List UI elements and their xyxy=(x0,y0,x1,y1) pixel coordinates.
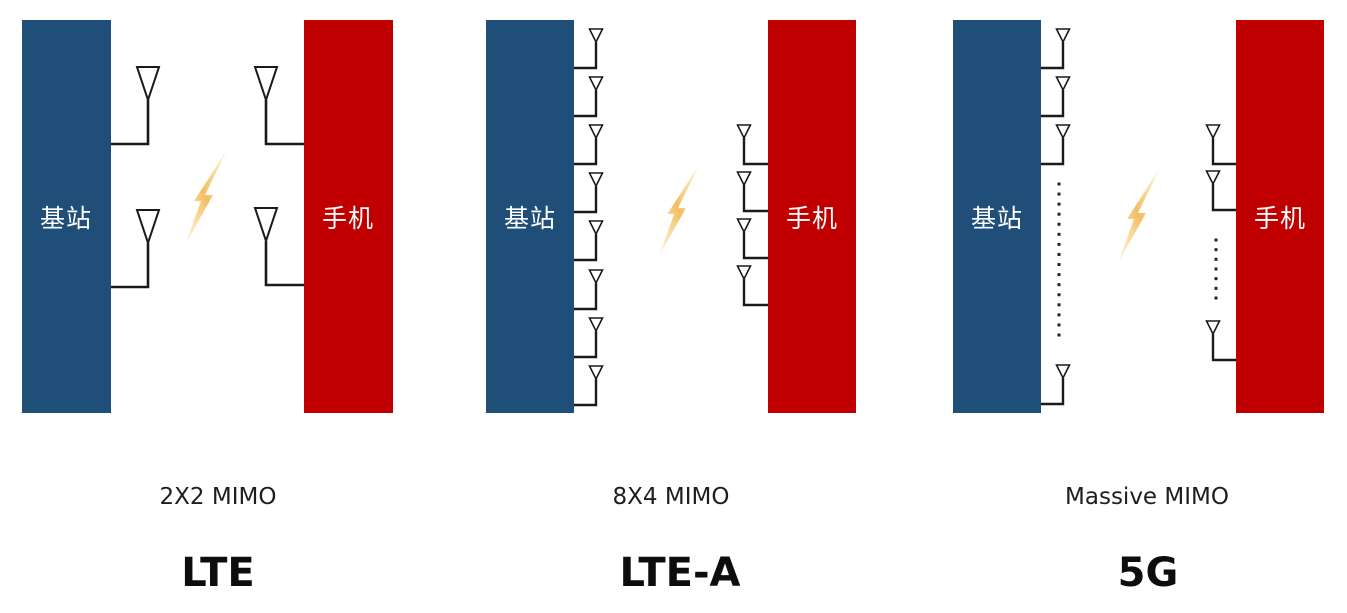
antenna-icon xyxy=(111,66,161,146)
antenna-icon xyxy=(1041,364,1071,406)
antenna-icon xyxy=(111,209,161,289)
lightning-icon xyxy=(1118,168,1160,263)
mimo-config-label-lte-a: 8X4 MIMO xyxy=(612,484,730,510)
base-station-block xyxy=(953,20,1041,413)
mimo-config-label-5g: Massive MIMO xyxy=(1065,484,1229,510)
antenna-icon xyxy=(253,207,304,287)
antenna-icon xyxy=(574,220,604,262)
phone-block xyxy=(1236,20,1324,413)
antenna-icon xyxy=(1041,76,1071,118)
antenna-icon xyxy=(574,76,604,118)
base-station-block xyxy=(486,20,574,413)
antenna-icon xyxy=(736,218,768,260)
mimo-config-label-lte: 2X2 MIMO xyxy=(159,484,277,510)
antenna-icon xyxy=(574,124,604,166)
generation-label-lte: LTE xyxy=(181,550,255,596)
antenna-icon xyxy=(1041,28,1071,70)
antenna-icon xyxy=(1205,170,1236,212)
antenna-icon xyxy=(574,317,604,359)
base-station-block xyxy=(22,20,111,413)
antenna-icon xyxy=(574,269,604,311)
antenna-icon xyxy=(1205,124,1236,166)
antenna-icon xyxy=(736,124,768,166)
antenna-icon xyxy=(1205,320,1236,362)
phone-label-lte-a: 手机 xyxy=(785,204,839,233)
antenna-icon xyxy=(574,28,604,70)
base-station-label-lte-a: 基站 xyxy=(503,204,557,233)
phone-block xyxy=(304,20,393,413)
phone-label-5g: 手机 xyxy=(1253,204,1307,233)
panel-5g xyxy=(953,20,1324,413)
antenna-icon xyxy=(1041,124,1071,166)
ellipsis-dots xyxy=(1214,238,1218,300)
antenna-icon xyxy=(253,66,304,146)
base-station-label-lte: 基站 xyxy=(39,204,93,233)
lightning-icon xyxy=(185,150,227,245)
panel-lte xyxy=(22,20,393,413)
generation-label-lte-a: LTE-A xyxy=(619,550,741,596)
ellipsis-dots xyxy=(1057,182,1061,337)
antenna-icon xyxy=(736,171,768,213)
antenna-icon xyxy=(574,172,604,214)
antenna-icon xyxy=(574,365,604,407)
antenna-icon xyxy=(736,265,768,307)
phone-label-lte: 手机 xyxy=(321,204,375,233)
panel-lte-a xyxy=(486,20,856,413)
base-station-label-5g: 基站 xyxy=(970,204,1024,233)
phone-block xyxy=(768,20,856,413)
lightning-icon xyxy=(658,164,700,257)
generation-label-5g: 5G xyxy=(1117,550,1179,596)
